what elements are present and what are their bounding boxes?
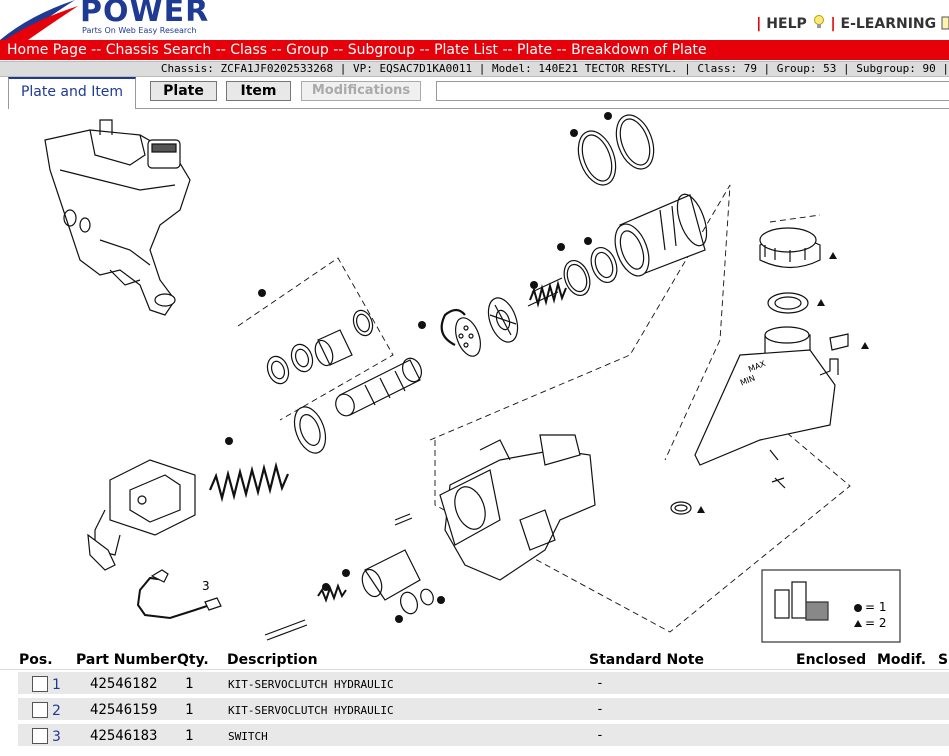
upper-spring (527, 277, 567, 308)
breadcrumb-item[interactable]: Class (230, 42, 268, 58)
separator: | (830, 16, 836, 32)
push-rod (335, 357, 423, 417)
power-logo[interactable]: POWER Parts On Web Easy Research (0, 0, 215, 40)
breadcrumb-separator: -- (86, 42, 106, 58)
help-link[interactable]: HELP (766, 16, 807, 32)
switch-wire (136, 569, 222, 620)
header-s: S (938, 652, 949, 668)
header-modif: Modif. (877, 652, 927, 668)
tab-plate-and-item[interactable]: Plate and Item (8, 77, 136, 109)
lightbulb-icon (813, 15, 824, 28)
tab-bar: Plate and Item Plate Item Modifications (0, 77, 949, 109)
exploded-parts-drawing: 3 = 1 = 2 MAX MIN (0, 110, 949, 650)
drawing-legend (761, 569, 901, 643)
separator: | (756, 16, 762, 32)
seal-ring-group (266, 309, 374, 385)
tab-search-field[interactable] (436, 81, 949, 101)
row-qty: 1 (185, 676, 194, 692)
breadcrumb-item[interactable]: Subgroup (347, 42, 416, 58)
valve-discs (440, 297, 519, 357)
table-row[interactable]: 2 42546159 1 KIT-SERVOCLUTCH HYDRAULIC - (18, 698, 949, 722)
top-links: | HELP | E-LEARNING (756, 14, 949, 32)
lower-spring (208, 461, 290, 503)
legend-triangle-label: = 2 (865, 616, 887, 630)
row-part-number: 42546159 (90, 702, 158, 718)
pin (264, 619, 308, 641)
row-standard-note: - (596, 676, 604, 691)
row-pos-link[interactable]: 3 (52, 729, 61, 745)
inner-piston (317, 549, 434, 615)
modifications-button: Modifications (301, 81, 421, 101)
table-row[interactable]: 1 42546182 1 KIT-SERVOCLUTCH HYDRAULIC - (18, 672, 949, 696)
breadcrumb-separator: -- (415, 42, 435, 58)
row-part-number: 42546183 (90, 728, 158, 744)
row-checkbox[interactable] (32, 676, 48, 692)
drawing-svg (44, 112, 901, 643)
screw (394, 513, 413, 526)
table-header: Pos. Part Number Qty. Description Standa… (0, 650, 949, 670)
row-checkbox[interactable] (32, 728, 48, 744)
breadcrumb-separator: -- (498, 42, 518, 58)
elearning-icon (941, 16, 949, 30)
row-description: SWITCH (228, 730, 268, 743)
elearning-link[interactable]: E-LEARNING (840, 16, 937, 32)
servoclutch-housing (439, 434, 596, 581)
breadcrumb-item[interactable]: Breakdown of Plate (571, 42, 707, 58)
plate-button[interactable]: Plate (150, 81, 217, 101)
legend-circle-marks (225, 112, 612, 623)
breadcrumb-item[interactable]: Chassis Search (105, 42, 212, 58)
valve-assembly (44, 119, 191, 316)
assembly-outline (237, 184, 851, 633)
brand-name: POWER (80, 0, 210, 29)
row-qty: 1 (185, 728, 194, 744)
header: POWER Parts On Web Easy Research | HELP … (0, 0, 949, 40)
breadcrumb-separator: -- (267, 42, 287, 58)
row-standard-note: - (596, 702, 604, 717)
tab-underline (136, 108, 949, 109)
header-enclosed: Enclosed (796, 652, 867, 668)
row-description: KIT-SERVOCLUTCH HYDRAULIC (228, 678, 394, 691)
fluid-reservoir (670, 227, 849, 515)
breadcrumb-separator: -- (211, 42, 231, 58)
breadcrumb-item[interactable]: Home Page (7, 42, 87, 58)
header-qty: Qty. (177, 652, 209, 668)
item-button[interactable]: Item (226, 81, 291, 101)
header-part-number: Part Number (76, 652, 177, 668)
row-part-number: 42546182 (90, 676, 158, 692)
brand-tagline: Parts On Web Easy Research (82, 26, 197, 35)
row-standard-note: - (596, 728, 604, 743)
header-pos: Pos. (19, 652, 53, 668)
row-pos-link[interactable]: 1 (52, 677, 61, 693)
breadcrumb-separator: -- (552, 42, 572, 58)
callout-3: 3 (202, 579, 210, 593)
row-checkbox[interactable] (32, 702, 48, 718)
lever-assembly (87, 459, 196, 571)
piston-ring-stack (563, 114, 708, 297)
breadcrumb-separator: -- (328, 42, 348, 58)
legend-circle-label: = 1 (865, 600, 887, 614)
flange-ring (293, 406, 327, 454)
vehicle-info-bar: Chassis: ZCFA1JF0202533268 | VP: EQSAC7D… (0, 61, 949, 77)
row-pos-link[interactable]: 2 (52, 703, 61, 719)
legend-triangle-marks (697, 252, 869, 513)
table-row[interactable]: 3 42546183 1 SWITCH - (18, 724, 949, 748)
breadcrumb-item[interactable]: Group (286, 42, 329, 58)
header-description: Description (227, 652, 318, 668)
breadcrumb-item[interactable]: Plate List (434, 42, 499, 58)
row-description: KIT-SERVOCLUTCH HYDRAULIC (228, 704, 394, 717)
logo-swoosh-icon (0, 0, 78, 40)
breadcrumb-item[interactable]: Plate (517, 42, 553, 58)
row-qty: 1 (185, 702, 194, 718)
breadcrumb: Home Page -- Chassis Search -- Class -- … (0, 40, 949, 60)
header-standard-note: Standard Note (589, 652, 704, 668)
